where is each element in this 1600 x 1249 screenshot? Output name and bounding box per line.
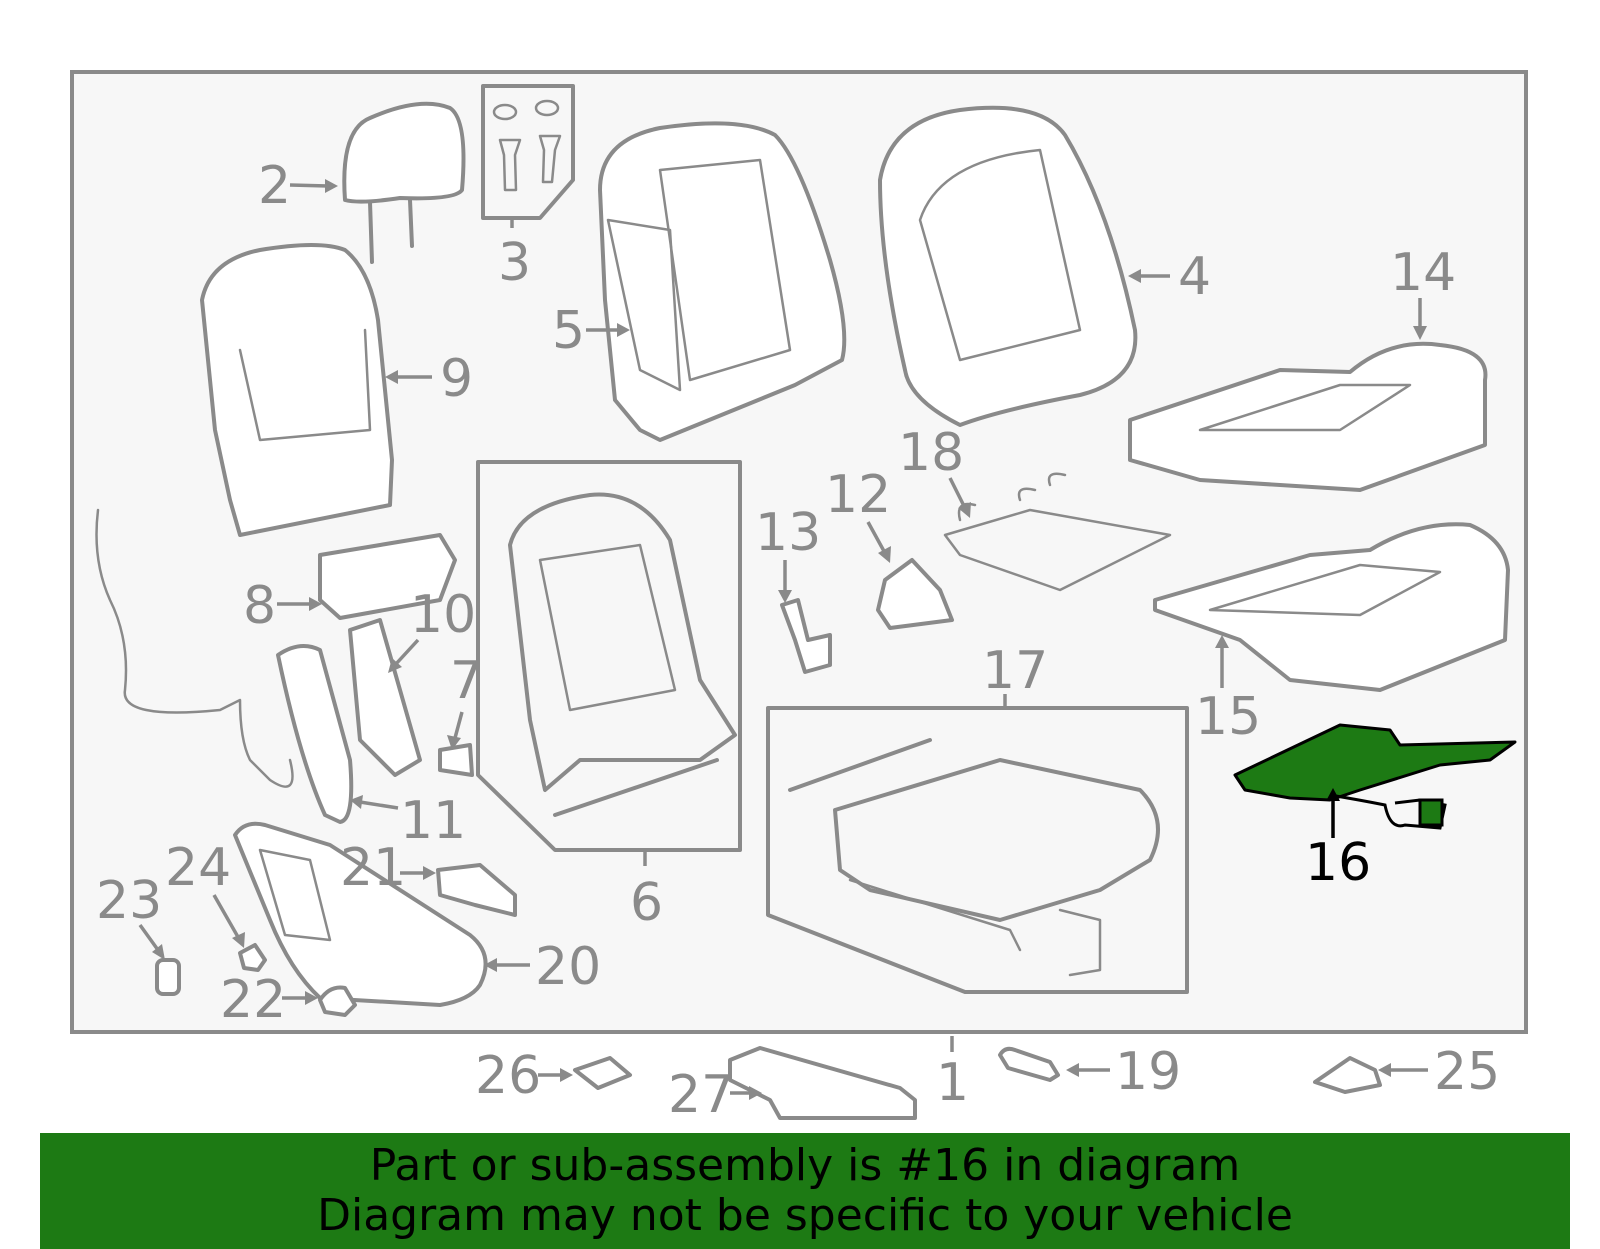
part-23-cap[interactable]: [155, 958, 181, 996]
callout-16-label: 16: [1305, 833, 1371, 893]
part-10-panel[interactable]: [348, 618, 422, 777]
part-8-module[interactable]: [318, 533, 457, 620]
callout-9: 9: [385, 349, 473, 409]
callout-5-label: 5: [552, 301, 585, 361]
callout-20: 20: [484, 937, 601, 997]
part-5-seatback-panel[interactable]: [598, 121, 847, 442]
callout-3-label: 3: [498, 233, 531, 293]
callout-13-label: 13: [755, 503, 821, 563]
callout-1-label: 1: [936, 1053, 969, 1113]
callout-6: 6: [630, 852, 663, 933]
callout-15: 15: [1195, 635, 1261, 747]
part-4-seatback-cover[interactable]: [878, 105, 1138, 427]
callout-22: 22: [220, 970, 318, 1030]
callout-18: 18: [898, 423, 971, 518]
part-15-cushion-pad[interactable]: [1153, 522, 1510, 692]
callout-23-label: 23: [96, 871, 162, 931]
wiring-harness: [95, 508, 294, 788]
callout-24-label: 24: [165, 838, 231, 898]
banner-line-1: Part or sub-assembly is #16 in diagram: [369, 1140, 1241, 1191]
callout-22-label: 22: [220, 970, 286, 1030]
callout-15-label: 15: [1195, 687, 1261, 747]
part-2-headrest[interactable]: [342, 101, 466, 264]
part-25-clip[interactable]: [1313, 1056, 1382, 1094]
part-3-fasteners[interactable]: [481, 84, 575, 220]
callout-21-label: 21: [340, 838, 406, 898]
callout-26: 26: [475, 1046, 573, 1106]
part-17-track-box[interactable]: [766, 706, 1189, 994]
callout-2-label: 2: [258, 156, 291, 216]
part-19-pin[interactable]: [998, 1046, 1060, 1082]
part-26-clip[interactable]: [573, 1056, 632, 1090]
callout-24: 24: [165, 838, 245, 948]
part-27-trim[interactable]: [728, 1046, 917, 1120]
callout-25: 25: [1378, 1042, 1500, 1102]
callout-4: 4: [1128, 247, 1211, 307]
callout-14: 14: [1390, 243, 1456, 340]
callout-17-label: 17: [982, 641, 1048, 701]
callout-9-label: 9: [440, 349, 473, 409]
part-12-bracket[interactable]: [876, 558, 954, 630]
callout-2: 2: [258, 156, 338, 216]
part-24-knob[interactable]: [238, 943, 267, 972]
part-13-bracket[interactable]: [780, 598, 832, 674]
callout-19: 19: [1066, 1042, 1181, 1102]
part-16-highlighted[interactable]: [1233, 723, 1517, 830]
callout-27-label: 27: [668, 1065, 734, 1125]
callout-12: 12: [825, 465, 891, 563]
callout-10: 10: [388, 585, 476, 673]
callout-27: 27: [668, 1065, 762, 1125]
part-21-bracket[interactable]: [436, 863, 517, 917]
callout-18-label: 18: [898, 423, 964, 483]
callout-11-label: 11: [400, 791, 466, 851]
callout-11: 11: [350, 791, 466, 851]
part-14-cushion-cover[interactable]: [1128, 341, 1488, 492]
callout-8: 8: [243, 576, 322, 636]
part-9-seatback-pad[interactable]: [200, 243, 394, 537]
callout-25-label: 25: [1434, 1042, 1500, 1102]
callout-20-label: 20: [535, 937, 601, 997]
part-11-panel[interactable]: [276, 644, 354, 824]
callout-17: 17: [982, 641, 1048, 708]
callout-4-label: 4: [1178, 247, 1211, 307]
banner-line-2: Diagram may not be specific to your vehi…: [317, 1190, 1293, 1241]
part-6-frame-box[interactable]: [476, 460, 742, 852]
part-18-mat[interactable]: [943, 472, 1172, 592]
callout-16: 16: [1305, 788, 1371, 893]
callout-14-label: 14: [1390, 243, 1456, 303]
callout-1: 1: [936, 1036, 969, 1113]
info-banner: Part or sub-assembly is #16 in diagram D…: [40, 1133, 1570, 1249]
callout-19-label: 19: [1115, 1042, 1181, 1102]
callout-5: 5: [552, 301, 630, 361]
callout-3: 3: [498, 218, 531, 293]
callout-21: 21: [340, 838, 436, 898]
callout-13: 13: [755, 503, 821, 603]
part-20-side-shield[interactable]: [233, 821, 488, 1007]
callout-26-label: 26: [475, 1046, 541, 1106]
callout-7-label: 7: [450, 651, 483, 711]
callout-10-label: 10: [410, 585, 476, 645]
part-7-clip[interactable]: [438, 743, 474, 777]
callout-12-label: 12: [825, 465, 891, 525]
callout-8-label: 8: [243, 576, 276, 636]
part-22-knob[interactable]: [318, 985, 357, 1017]
callout-6-label: 6: [630, 873, 663, 933]
callout-7: 7: [447, 651, 483, 750]
callout-23: 23: [96, 871, 165, 960]
